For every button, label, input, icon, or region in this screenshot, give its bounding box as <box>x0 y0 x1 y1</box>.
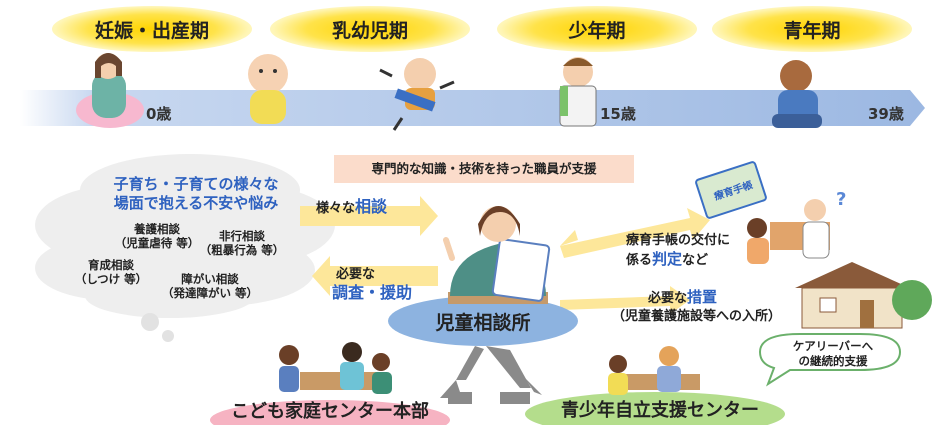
consult-item-detail: （児童虐待 等） <box>114 236 200 250</box>
care-leaver-line2: の継続的支援 <box>798 354 868 368</box>
consult-item-detail: （発達障がい 等） <box>161 286 258 300</box>
stage-label-childhood: 少年期 <box>568 20 626 42</box>
consult-item-title: 非行相談 <box>219 229 265 243</box>
placement-pre: 必要な <box>648 291 688 306</box>
consult-item-title: 障がい相談 <box>181 272 239 286</box>
evaluation-text: 療育手帳の交付に 係る判定など <box>626 231 730 270</box>
consult-arrow-keyword: 相談 <box>355 197 388 216</box>
placement-detail: （児童養護施設等への入所） <box>612 309 782 324</box>
support-arrow-prefix: 必要な <box>336 267 376 282</box>
svg-text:?: ? <box>836 189 846 210</box>
age-label-0: 0歳 <box>146 105 172 123</box>
center-ellipse <box>388 296 578 346</box>
stage-label-infancy: 乳幼児期 <box>331 20 408 42</box>
stage-label-youth: 青年期 <box>783 20 841 42</box>
stage-glow-3 <box>497 6 697 52</box>
support-arrow-label: 必要な 調査・援助 <box>332 266 412 302</box>
cloud-title-line2: 場面で抱える不安や悩み <box>113 194 279 212</box>
consult-arrow-label: 様々な相談 <box>316 193 387 217</box>
youth-illustration <box>772 60 822 128</box>
stage-glow-2 <box>270 6 470 52</box>
care-leaver-line1: ケアリーバーへ <box>792 339 874 353</box>
evaluation-keyword: 判定 <box>652 250 683 268</box>
cloud-title: 子育ち・子育ての様々な 場面で抱える不安や悩み <box>86 175 306 213</box>
placement-keyword: 措置 <box>687 288 718 306</box>
consult-item-detail: （粗暴行為 等） <box>199 243 285 257</box>
evaluation-line1: 療育手帳の交付に <box>626 233 731 248</box>
evaluation-post: など <box>682 253 709 268</box>
stage-label-pregnancy: 妊娠・出産期 <box>94 20 209 42</box>
boy-illustration <box>559 57 597 127</box>
pregnant-woman-illustration <box>76 53 144 128</box>
age-label-15: 15歳 <box>600 105 636 123</box>
evaluation-pre: 係る <box>626 253 653 268</box>
consult-item-title: 育成相談 <box>88 258 134 272</box>
stage-glow-4 <box>712 6 912 52</box>
consult-item-delinquency: 非行相談 （粗暴行為 等） <box>192 229 292 257</box>
consult-item-upbringing: 育成相談 （しつけ 等） <box>66 258 156 286</box>
consult-item-protection: 養護相談 （児童虐待 等） <box>102 222 212 250</box>
consult-item-title: 養護相談 <box>134 222 180 236</box>
age-label-39: 39歳 <box>868 105 904 123</box>
cloud-title-line1: 子育ち・子育ての様々な <box>113 175 279 193</box>
consult-item-detail: （しつけ 等） <box>74 272 148 286</box>
youth-center-label: 青少年自立支援センター <box>561 400 759 421</box>
crying-child-illustration <box>379 58 455 131</box>
support-arrow-keyword: 調査・援助 <box>332 283 413 302</box>
consult-item-disability: 障がい相談 （発達障がい 等） <box>150 272 270 300</box>
stage-glow-1 <box>52 6 252 52</box>
consult-arrow-prefix: 様々な <box>316 201 356 216</box>
care-leaver-text: ケアリーバーへ の継続的支援 <box>768 339 898 369</box>
center-label: 児童相談所 <box>435 312 531 334</box>
baby-illustration <box>248 54 288 124</box>
staff-support-banner: 専門的な知識・技術を持った職員が支援 <box>334 155 634 183</box>
family-center-label: こども家庭センター本部 <box>231 401 429 422</box>
placement-text: 必要な措置 （児童養護施設等への入所） <box>612 288 781 326</box>
